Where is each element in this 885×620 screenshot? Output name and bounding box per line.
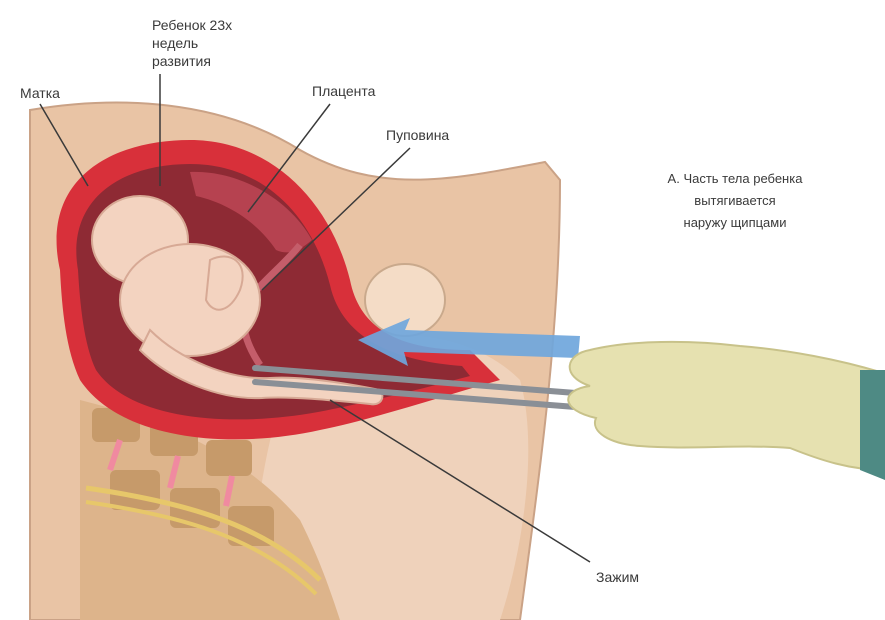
label-placenta: Плацента: [312, 82, 375, 100]
label-uterus: Матка: [20, 84, 60, 102]
label-forceps: Зажим: [596, 568, 639, 586]
label-umbilical-cord: Пуповина: [386, 126, 449, 144]
label-fetus-weeks: Ребенок 23х недель развития: [152, 16, 232, 70]
gloved-hand: [568, 342, 885, 480]
label-procedure-note: А. Часть тела ребенка вытягивается наруж…: [590, 168, 880, 234]
